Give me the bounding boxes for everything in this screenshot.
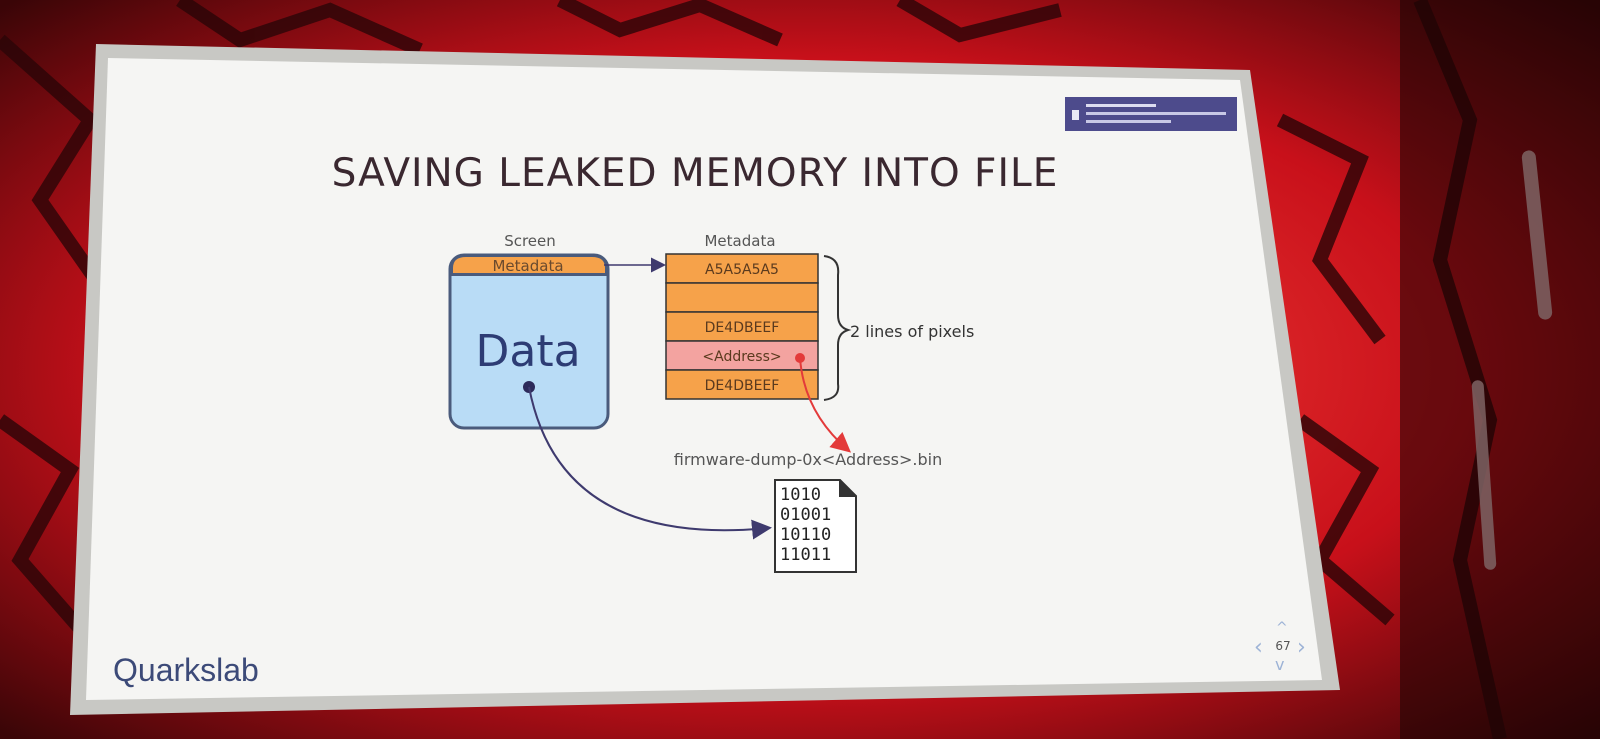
screen-block — [448, 253, 610, 430]
metadata-row — [665, 340, 819, 371]
chevron-up-icon[interactable]: ^ — [1276, 620, 1288, 636]
metadata-row — [665, 369, 819, 400]
file-line: 11011 — [780, 545, 831, 565]
metadata-row — [665, 311, 819, 342]
logo: Quarkslab — [113, 652, 259, 688]
metadata-label: Metadata — [704, 232, 775, 250]
metadata-row-label: <Address> — [702, 349, 781, 365]
file-icon — [774, 479, 857, 573]
data-arrow — [528, 386, 772, 540]
corner-badge — [1065, 97, 1237, 131]
screen-header-label: Metadata — [492, 257, 563, 275]
address-arrow — [799, 357, 852, 453]
metadata-row — [665, 282, 819, 313]
metadata-row — [665, 253, 819, 284]
chevron-left-icon[interactable]: ‹ — [1254, 635, 1263, 660]
metadata-row-label: DE4DBEEF — [705, 320, 780, 336]
page-nav: ‹ › ^ v 67 — [1254, 620, 1306, 674]
screen-label: Screen — [504, 232, 556, 250]
page-number: 67 — [1275, 639, 1290, 653]
slide-title: SAVING LEAKED MEMORY INTO FILE — [332, 151, 1059, 196]
metadata-row-label: A5A5A5A5 — [705, 262, 779, 278]
file-line: 10110 — [780, 525, 831, 545]
stage-right-shadow — [1400, 0, 1600, 739]
chevron-down-icon[interactable]: v — [1275, 655, 1284, 674]
file-line: 01001 — [780, 505, 831, 525]
screen-data-label: Data — [475, 326, 580, 377]
file-name: firmware-dump-0x<Address>.bin — [674, 450, 943, 469]
file-line: 1010 — [780, 485, 821, 505]
brace — [823, 255, 852, 401]
chevron-right-icon[interactable]: › — [1297, 635, 1306, 660]
metadata-row-label: DE4DBEEF — [705, 378, 780, 394]
brace-label: 2 lines of pixels — [850, 322, 974, 341]
